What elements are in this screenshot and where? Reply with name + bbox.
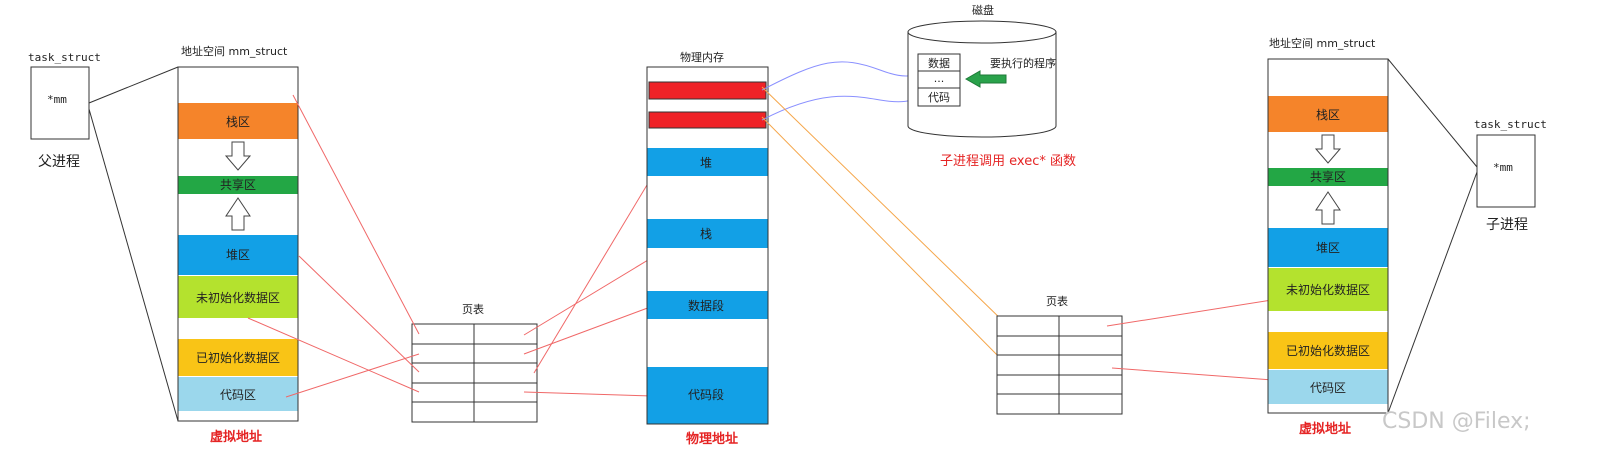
parent-stack-segment: [178, 103, 298, 139]
child-stack-segment: [1268, 96, 1388, 132]
parent-mm-label: *mm: [47, 93, 67, 106]
parent-bss-segment: [178, 276, 298, 318]
parent-code-label: 代码区: [220, 388, 256, 402]
exec-mapping-lines: [761, 86, 1007, 365]
physical-stack: [647, 219, 768, 248]
left-page-table-title: 页表: [462, 302, 484, 316]
child-address-space-border: [1267, 58, 1389, 414]
parent-address-space-border: [177, 66, 299, 422]
exec-caption: 子进程调用 exec* 函数: [940, 154, 1076, 169]
parent-code-segment: [178, 377, 298, 411]
physical-exec-code-page: [648, 111, 767, 129]
physical-data-label: 数据段: [688, 298, 724, 313]
child-heap-grow-up-arrow-icon: [1315, 191, 1341, 225]
child-bss-label: 未初始化数据区: [1286, 282, 1370, 297]
child-shared-segment: [1268, 168, 1388, 186]
right-mapping-lines: [1106, 299, 1273, 381]
parent-virtual-caption: 虚拟地址: [210, 429, 262, 445]
child-heap-segment: [1268, 228, 1388, 267]
parent-task-struct-label: task_struct: [28, 51, 101, 64]
right-page-table: [996, 315, 1123, 415]
physical-heap: [647, 148, 768, 176]
child-data-segment: [1268, 332, 1388, 369]
stack-grow-down-arrow-icon: [224, 141, 252, 171]
parent-data-segment: [178, 339, 298, 376]
child-code-segment: [1268, 370, 1388, 404]
child-task-struct-box: [1476, 134, 1536, 208]
child-stack-label: 栈区: [1316, 107, 1340, 122]
disk-row-data: 数据: [928, 56, 950, 70]
disk-program-table: [917, 53, 961, 107]
parent-stack-label: 栈区: [226, 114, 250, 129]
child-task-struct-label: task_struct: [1474, 118, 1547, 131]
parent-mm-pointer-bottom: [88, 108, 179, 422]
child-space-title: 地址空间 mm_struct: [1269, 36, 1376, 50]
parent-heap-segment: [178, 235, 298, 275]
parent-space-title: 地址空间 mm_struct: [181, 44, 288, 58]
child-virtual-caption: 虚拟地址: [1299, 421, 1351, 437]
parent-shared-segment: [178, 176, 298, 194]
physical-exec-data-page: [648, 81, 767, 100]
program-label: 要执行的程序: [990, 56, 1056, 70]
heap-grow-up-arrow-icon: [225, 197, 251, 231]
left-mapping-lines: [247, 94, 654, 398]
physical-title: 物理内存: [680, 50, 724, 64]
physical-data: [647, 291, 768, 319]
child-process-label: 子进程: [1486, 217, 1528, 233]
program-pointer-arrow-icon: [964, 70, 1007, 88]
child-stack-grow-down-arrow-icon: [1314, 134, 1342, 164]
right-page-table-title: 页表: [1046, 294, 1068, 308]
child-mm-pointer-top: [1387, 58, 1478, 168]
child-code-label: 代码区: [1310, 381, 1346, 395]
child-bss-segment: [1268, 268, 1388, 311]
child-mm-label: *mm: [1493, 161, 1513, 174]
watermark: CSDN @Filex;: [1382, 409, 1531, 434]
physical-stack-label: 栈: [700, 226, 712, 241]
physical-memory-border: [646, 66, 769, 425]
child-mm-pointer-bottom: [1387, 171, 1478, 414]
left-page-table: [411, 323, 538, 423]
parent-mm-pointer-top: [88, 66, 179, 104]
parent-heap-label: 堆区: [226, 248, 250, 262]
parent-process-label: 父进程: [38, 154, 80, 170]
parent-data-label: 已初始化数据区: [196, 350, 280, 365]
physical-caption: 物理地址: [686, 431, 738, 447]
child-shared-label: 共享区: [1310, 169, 1346, 184]
parent-shared-label: 共享区: [220, 177, 256, 192]
parent-bss-label: 未初始化数据区: [196, 290, 280, 305]
disk-title: 磁盘: [972, 3, 994, 17]
parent-task-struct-box: [30, 66, 90, 140]
child-heap-label: 堆区: [1316, 241, 1340, 255]
disk-row-ellipsis: ...: [934, 72, 945, 85]
disk-row-code: 代码: [928, 91, 950, 104]
physical-code-label: 代码段: [688, 387, 724, 402]
physical-code: [647, 367, 768, 424]
child-data-label: 已初始化数据区: [1286, 343, 1370, 358]
physical-heap-label: 堆: [700, 156, 712, 170]
